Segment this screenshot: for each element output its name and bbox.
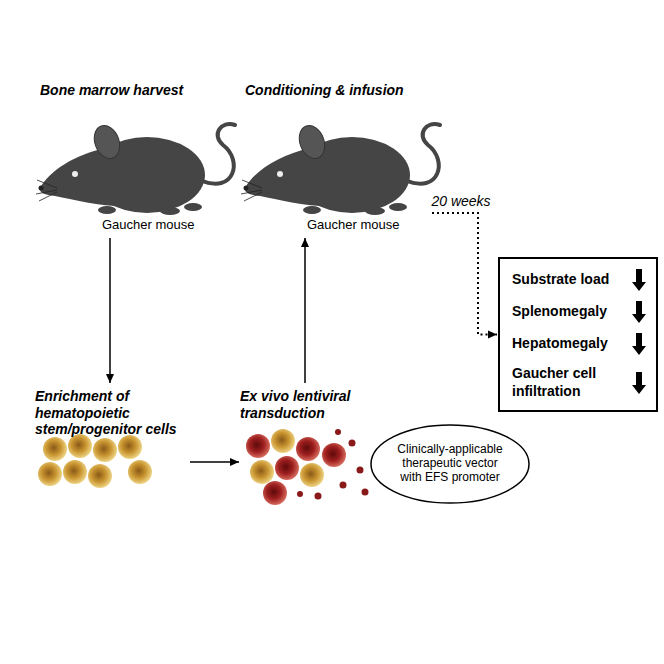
down-arrow-shape [632, 333, 646, 355]
mouse-label: Gaucher mouse [102, 217, 195, 232]
vector-text: Clinically-applicable therapeutic vector… [391, 443, 509, 484]
down-arrow [632, 269, 646, 291]
outcome-row: Substrate load [512, 269, 646, 291]
step-heading: Bone marrow harvest [40, 82, 183, 98]
stage-group: Ex vivo lentiviral transduction [240, 385, 380, 500]
stage-group: Bone marrow harvestGaucher mouse [30, 80, 235, 235]
connector-arrow [432, 213, 497, 335]
step-heading: Ex vivo lentiviral transduction [240, 385, 380, 421]
ellipse-shape [371, 425, 529, 503]
down-arrow [632, 333, 646, 355]
down-arrow [632, 372, 646, 394]
connector-arrow [304, 238, 306, 383]
outcome-text: Hepatomegaly [512, 335, 608, 353]
step-heading: Enrichment of hematopoietic stem/progeni… [35, 385, 190, 438]
vector-ellipse: Clinically-applicable therapeutic vector… [370, 424, 530, 504]
down-arrow-shape [632, 301, 646, 323]
step-heading: Conditioning & infusion [245, 82, 404, 98]
mouse-label: Gaucher mouse [307, 217, 400, 232]
down-arrow [632, 301, 646, 323]
outcome-row: Hepatomegaly [512, 333, 646, 355]
down-arrow-shape [632, 372, 646, 394]
down-arrow-shape [632, 269, 646, 291]
outcome-row: Gaucher cell infiltration [512, 365, 646, 400]
mouse-figure [36, 122, 235, 215]
result-box: Substrate loadSplenomegalyHepatomegalyGa… [498, 257, 658, 412]
connector-arrow [190, 461, 239, 463]
stem-cells [38, 434, 152, 488]
stage-group: Conditioning & infusionGaucher mouse [235, 80, 440, 235]
outcome-text: Splenomegaly [512, 303, 607, 321]
edge-label: 20 weeks [429, 193, 492, 209]
outcome-text: Gaucher cell infiltration [512, 365, 622, 400]
transduced-cells [246, 429, 346, 505]
stage-group: Enrichment of hematopoietic stem/progeni… [35, 385, 190, 495]
outcome-text: Substrate load [512, 271, 609, 289]
connector-arrow [109, 238, 111, 383]
mouse-figure [241, 122, 440, 215]
outcome-row: Splenomegaly [512, 301, 646, 323]
viral-particles [297, 429, 369, 500]
